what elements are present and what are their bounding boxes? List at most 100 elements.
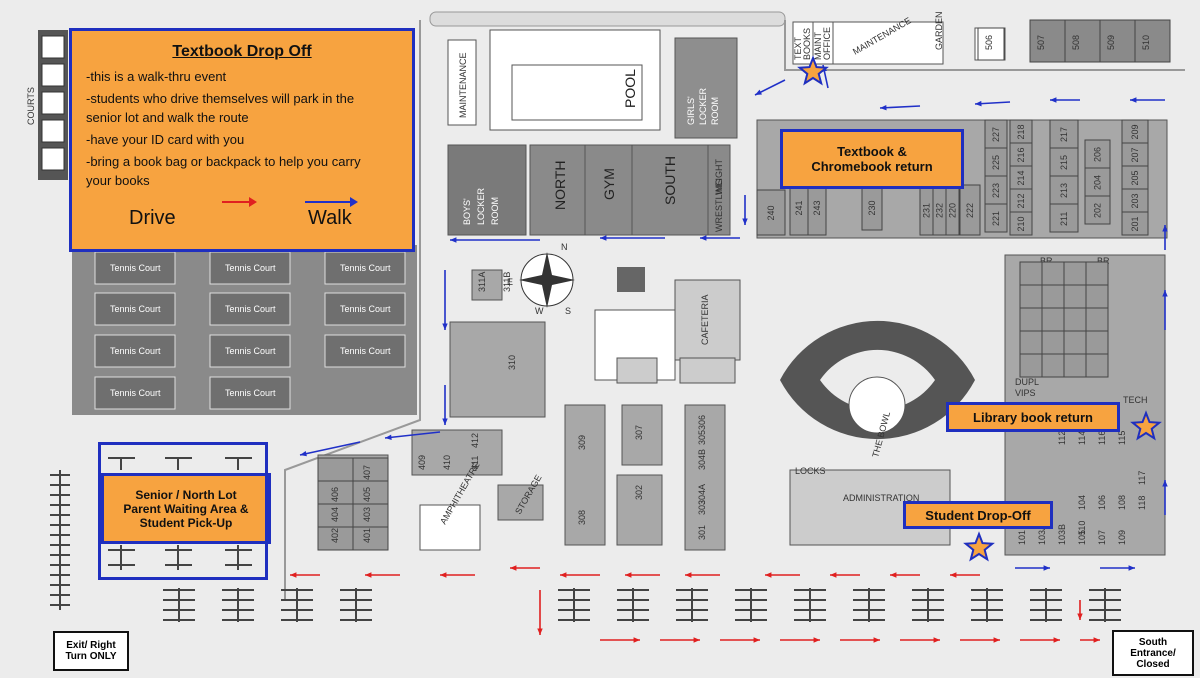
garden-label: GARDEN [934, 11, 944, 50]
room-number: 204 [1093, 175, 1103, 190]
room-number: 231 [922, 203, 932, 218]
walk-label: Walk [308, 207, 352, 229]
dropoff-star-icon [963, 531, 995, 562]
legend-line: -this is a walk-thru event [86, 69, 227, 84]
star-markers [797, 55, 1162, 562]
library-star-icon [1130, 410, 1162, 441]
room-number: 112 [1057, 431, 1067, 445]
room-number: 223 [991, 183, 1001, 198]
room-number: 305 [697, 430, 707, 445]
drive-legend-arrow-icon [249, 197, 257, 207]
boys-locker-room [447, 144, 527, 236]
textbook-return-callout: Textbook & Chromebook return [780, 129, 964, 189]
compass-s: S [565, 306, 571, 316]
room-number: 412 [470, 433, 480, 448]
room-number: 301 [697, 525, 707, 540]
room-number: 410 [442, 455, 452, 470]
tennis-court-label: Tennis Court [340, 263, 391, 273]
room-number: 240 [766, 205, 776, 220]
parent-lot-outline [98, 442, 268, 580]
room-number: 406 [330, 487, 340, 502]
callout-line: Student Pick-Up [139, 515, 233, 530]
room-number: 303 [697, 500, 707, 515]
girls-locker-room [674, 37, 738, 139]
room-number: 107 [1097, 530, 1107, 545]
room-number: 207 [1130, 147, 1140, 162]
callout-line: Senior / North Lot [135, 487, 237, 502]
tennis-court-label: Tennis Court [225, 346, 276, 356]
room-number: 404 [330, 507, 340, 522]
walk-legend-arrow-icon [350, 197, 358, 207]
girls-locker-label: LOCKER [698, 87, 708, 125]
room-number: 108 [1117, 495, 1127, 510]
south-entrance-line: South [1138, 636, 1168, 648]
maint-office-label: MAINT [813, 32, 823, 61]
parent-waiting-callout: Senior / North Lot Parent Waiting Area &… [101, 473, 271, 544]
amphitheatre [419, 504, 481, 551]
room-number: 243 [812, 200, 822, 215]
legend-lines: -this is a walk-thru event -students who… [72, 67, 412, 190]
room-number: 205 [1130, 170, 1140, 185]
room-number: 216 [1016, 147, 1026, 162]
textbook-star-icon [797, 55, 829, 86]
boys-locker-label: BOYS' [462, 198, 472, 225]
room-number: 227 [991, 127, 1001, 142]
compass-e: E [507, 277, 513, 287]
room-number: 411 [470, 456, 480, 470]
room-number: 403 [362, 507, 372, 522]
room-number: 225 [991, 155, 1001, 170]
callout-line: Parent Waiting Area & [123, 501, 249, 516]
br-label: BR [1040, 256, 1053, 266]
legend-title: Textbook Drop Off [172, 43, 312, 60]
callout-line: Textbook & [837, 144, 907, 159]
room-number: 409 [417, 455, 427, 470]
room-number: 212 [1016, 193, 1026, 208]
girls-locker-label: ROOM [710, 97, 720, 125]
legend-line: -students who drive themselves will park… [86, 91, 355, 106]
the-bowl: THE BOWL [780, 320, 975, 459]
room-number: 222 [965, 203, 975, 218]
legend-line: your books [86, 173, 150, 188]
tennis-court-label: Tennis Court [225, 304, 276, 314]
pool-label: POOL [622, 69, 638, 108]
south-gym-label: SOUTH [662, 156, 678, 205]
locks-label: LOCKS [795, 466, 826, 476]
room-number: 211 [1059, 212, 1069, 226]
maintenance-building [447, 39, 477, 126]
weight-label: WEIGHT [714, 159, 724, 195]
south-entrance-line: Closed [1136, 658, 1170, 670]
tennis-court-label: Tennis Court [225, 388, 276, 398]
south-entrance-line: Entrance/ [1130, 647, 1176, 659]
west-parking [50, 470, 70, 610]
gym-building [529, 144, 731, 236]
room-number: 104 [1077, 495, 1087, 510]
room-number: 213 [1059, 183, 1069, 198]
exit-label-line: Turn ONLY [65, 651, 117, 662]
callout-line: Library book return [973, 409, 1093, 425]
exit-label-box: Exit/ Right Turn ONLY [53, 631, 129, 671]
legend-line: -have your ID card with you [86, 132, 245, 147]
room-number: 201 [1130, 216, 1140, 231]
dupl-label: DUPL [1015, 377, 1039, 387]
courts-label: COURTS [26, 87, 36, 125]
room-number: 209 [1130, 124, 1140, 139]
room-number: 114 [1077, 431, 1087, 445]
girls-locker-label: GIRLS' [686, 96, 696, 125]
tennis-court-label: Tennis Court [340, 304, 391, 314]
south-entrance-box: South Entrance/ Closed [1112, 630, 1194, 676]
compass-rose: N S W E [507, 242, 575, 316]
br-label: BR [1097, 256, 1110, 266]
room-number: 110 [1077, 521, 1087, 535]
room-number: 407 [362, 465, 372, 480]
legend-line: -bring a book bag or backpack to help yo… [86, 154, 361, 169]
room-number: 117 [1137, 471, 1147, 485]
room-number: 220 [948, 203, 958, 218]
room-number: 101 [1017, 530, 1027, 545]
courts: COURTS [26, 30, 68, 180]
wrestling-label: WRESTLING [714, 178, 724, 232]
tennis-court-label: Tennis Court [340, 346, 391, 356]
library-return-callout: Library book return [946, 402, 1120, 432]
drive-route [290, 565, 1100, 643]
room-number: 202 [1093, 203, 1103, 218]
